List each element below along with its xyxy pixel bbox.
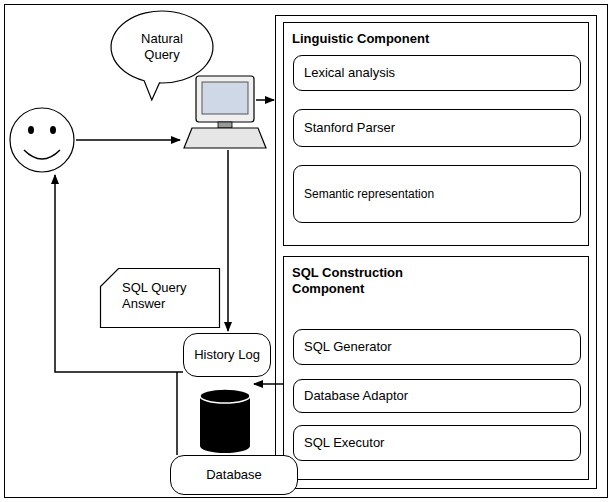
component-panel: Linguistic ComponentLexical analysisStan… [283,22,589,246]
process-box: Database Adaptor [293,379,581,413]
outer-frame [5,5,608,498]
node-label: SQL Query Answer [122,280,198,311]
node-label: History Log [194,347,260,363]
process-box: SQL Executor [293,425,581,461]
process-box: SQL Generator [293,329,581,365]
node-label: SQL Generator [304,339,392,355]
flow-wires [55,100,283,455]
node-label: Database Adaptor [304,388,408,404]
node-label: Lexical analysis [304,65,395,81]
user-smiley [10,108,74,172]
log-box: History Log [183,333,271,377]
process-box: Stanford Parser [293,109,581,147]
database-cylinder [200,389,250,453]
note-box: SQL Query Answer [100,268,220,328]
node-label: SQL Executor [304,435,384,451]
node-label: Natural Query [129,31,195,62]
node-label: Semantic representation [304,187,434,201]
database-label-box: Database [170,455,298,495]
system-panel [276,16,597,489]
node-label: Database [206,467,262,483]
computer-icon [184,76,266,148]
node-label: Stanford Parser [304,120,395,136]
panel-title: SQL Construction Component [292,265,442,296]
process-box: Lexical analysis [293,55,581,91]
component-panel: SQL Construction ComponentSQL GeneratorD… [283,256,589,480]
process-box: Semantic representation [293,165,581,223]
speech-bubble: Natural Query [110,10,214,84]
panel-title: Linguistic Component [292,31,442,47]
